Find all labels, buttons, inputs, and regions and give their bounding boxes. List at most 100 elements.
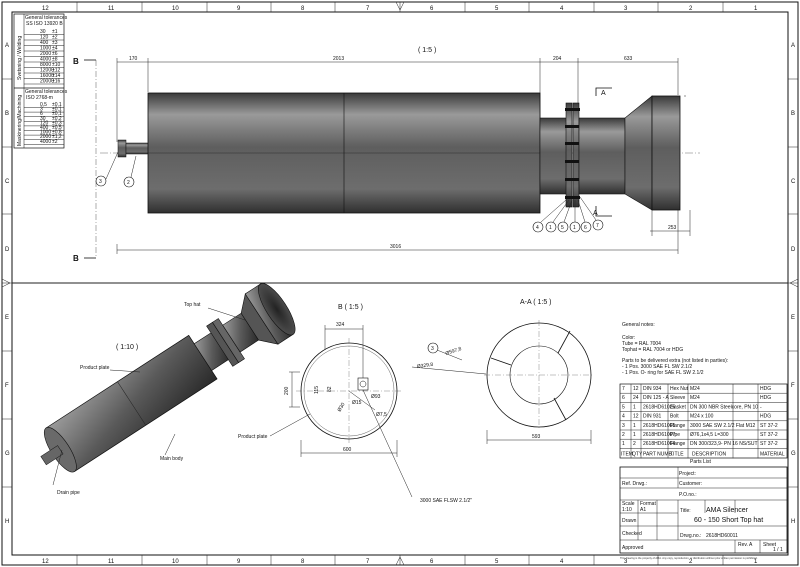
row-label: D: [791, 247, 796, 253]
col-label: 1: [754, 559, 758, 565]
ref-drawing-label: Ref. Drwg.:: [622, 481, 647, 487]
isometric-view: ( 1:10 ) Top hat Product plate Main body…: [40, 283, 296, 496]
tolerance-range: 1000: [40, 46, 51, 52]
parts-cell: 2: [633, 441, 636, 447]
dim-30: Ø30: [337, 402, 347, 413]
machining-rows: 0,5±0,13±0,16±0,130±0,2120±0,3400±0,5100…: [24, 102, 64, 145]
tolerance-value: ±0,1: [52, 102, 62, 108]
parts-header: TITLE: [670, 451, 684, 457]
parts-cell: 2618HD61005: [643, 423, 675, 429]
svg-text:1: 1: [573, 225, 576, 231]
sheet-value: 1 / 1: [773, 547, 783, 553]
revision-value: A: [749, 542, 753, 548]
balloon: 4: [532, 221, 544, 233]
label-top-hat: Top hat: [184, 302, 201, 308]
tolerance-value: ±1,2: [52, 134, 62, 140]
title-block: Project: Customer: P.O.no.: Ref. Drwg.: …: [619, 466, 788, 560]
dim-tophat-length: 633: [624, 56, 633, 62]
parts-cell: HDG: [760, 386, 771, 392]
tolerance-range: 2000: [40, 51, 51, 57]
row-label: C: [5, 179, 10, 185]
tolerance-range: 3: [40, 107, 43, 113]
tolerance-range: 120: [40, 120, 49, 126]
top-hat: [651, 95, 681, 211]
tolerance-table: Svetsning / Welding Maskinering/Machinin…: [13, 13, 68, 149]
section-b-marker-top: B: [73, 57, 79, 66]
machining-title: General tolerances: [25, 89, 68, 95]
tolerance-range: 12000: [40, 68, 54, 74]
col-label: 7: [366, 6, 370, 12]
notes-title: General notes:: [622, 322, 655, 328]
row-label: A: [791, 43, 795, 49]
tolerance-value: ±6: [52, 51, 58, 57]
dim-section-b-height: 200: [284, 386, 290, 395]
project-label: Project:: [679, 471, 696, 477]
col-label: 2: [689, 559, 693, 565]
tolerance-value: ±0,2: [52, 116, 62, 122]
col-label: 1: [754, 6, 758, 12]
dim-section-b-top: 324: [336, 322, 345, 328]
approved-label: Approved: [622, 545, 644, 551]
row-label: F: [5, 383, 9, 389]
row-label: F: [791, 383, 795, 389]
dim-section-b-width: 600: [343, 447, 352, 453]
tolerance-value: ±3: [52, 40, 58, 46]
row-label: G: [791, 451, 796, 457]
welding-rows: 30±1120±2400±31000±42000±64000±88000±101…: [24, 29, 64, 85]
footer-notice: This drawing is the property of AMA. Any…: [620, 556, 758, 560]
tolerance-value: ±0,8: [52, 130, 62, 136]
section-b-marker-bottom: B: [73, 254, 79, 263]
tolerance-value: ±2: [52, 35, 58, 41]
section-a-title: A-A ( 1:5 ): [520, 299, 552, 306]
row-label: B: [791, 111, 795, 117]
title-line-1: AMA Silencer: [706, 507, 749, 514]
tolerance-range: 0,5: [40, 102, 47, 108]
machining-standard: ISO 2768-m: [26, 95, 53, 101]
parts-cell: 3000 SAE SW 2.1/2 Flat M12: [690, 423, 756, 429]
section-a-view: A-A ( 1:5 ) 3 Ø597,8 Ø329,8 593: [411, 299, 594, 444]
col-label: 6: [430, 559, 434, 565]
row-label: E: [791, 315, 795, 321]
dim-section-a-width: 593: [532, 434, 541, 440]
parts-cell: ST 37-2: [760, 423, 778, 429]
section-b-view: B ( 1:5 ) 324 200 115 82 Ø93 Ø15 Ø30 Ø7,…: [238, 304, 472, 504]
color-line: Tube = RAL 7004: [622, 341, 661, 347]
scale-label: Scale: [622, 501, 635, 507]
col-label: 11: [108, 559, 115, 565]
machining-sidebar-label: Maskinering/Machining: [17, 95, 23, 146]
tolerance-value: ±8: [52, 57, 58, 63]
sheet-label: Sheet: [763, 542, 777, 548]
tolerance-value: ±2: [52, 139, 58, 145]
parts-line: - 1 Pos. 3000 SAE FL SW 2.1/2: [622, 364, 692, 370]
welding-sidebar-label: Svetsning / Welding: [17, 36, 23, 80]
row-label: A: [5, 43, 9, 49]
dim-total-length: 3016: [390, 244, 401, 250]
dim-82: 82: [327, 386, 333, 392]
parts-cell: HDG: [760, 395, 771, 401]
tolerance-range: 6: [40, 111, 43, 117]
dim-r: Ø7,5: [376, 412, 387, 418]
parts-cell: 2618HD61004: [643, 441, 675, 447]
parts-cell: 24: [633, 395, 639, 401]
parts-header: MATERIAL: [760, 451, 785, 457]
dim-outer: Ø597,8: [445, 346, 463, 357]
svg-text:3: 3: [431, 346, 434, 352]
tolerance-range: 8000: [40, 62, 51, 68]
col-label: 12: [42, 559, 49, 565]
svg-text:1: 1: [549, 225, 552, 231]
balloon: 6: [580, 221, 592, 233]
balloon: 1: [545, 221, 557, 233]
parts-cell: Flange: [670, 423, 686, 429]
row-label: D: [5, 247, 10, 253]
parts-cell: 5: [622, 404, 625, 410]
svg-text:7: 7: [596, 223, 599, 229]
general-notes: General notes: Color: Tube = RAL 7004 To…: [622, 322, 728, 376]
general-tolerances-title: General tolerances: [25, 15, 68, 21]
parts-header: ITEM: [621, 451, 633, 457]
format-value: A1: [640, 507, 646, 513]
parts-cell: M24: [690, 386, 700, 392]
parts-line: - 1 Pos. O- ring for SAE FL SW 2.1/2: [622, 370, 704, 376]
tolerance-range: 2000: [40, 134, 51, 140]
